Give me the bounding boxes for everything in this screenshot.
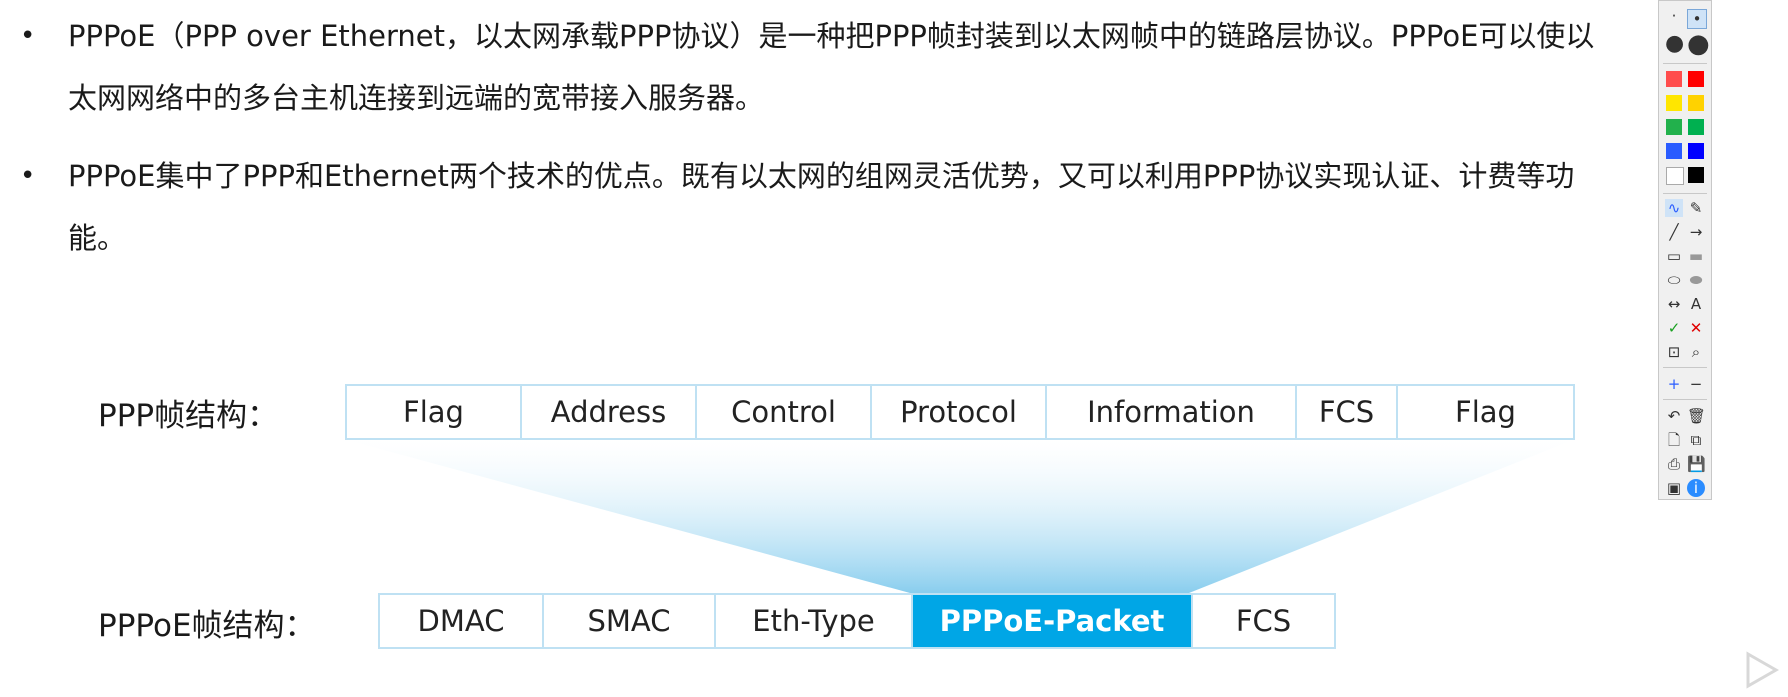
pppoe-field-smac: SMAC xyxy=(544,595,716,647)
ppp-field-information: Information xyxy=(1047,386,1297,438)
pppoe-field-pppoe-packet: PPPoE-Packet xyxy=(913,595,1193,647)
line-icon[interactable]: ╱ xyxy=(1669,223,1679,241)
color-swatch-black[interactable] xyxy=(1688,167,1704,183)
filled-ellipse-icon[interactable]: ⬬ xyxy=(1689,271,1703,289)
color-swatch-white[interactable] xyxy=(1666,167,1684,185)
toolbar-divider xyxy=(1663,63,1707,64)
color-swatch-light-yellow[interactable] xyxy=(1666,95,1682,111)
ppp-field-fcs: FCS xyxy=(1297,386,1398,438)
large-dot-size-icon[interactable]: ● xyxy=(1665,31,1685,56)
play-icon[interactable] xyxy=(1738,648,1782,692)
medium-dot-size-icon[interactable]: • xyxy=(1687,9,1707,29)
save-icon[interactable]: 💾 xyxy=(1687,455,1706,473)
ppp-field-control: Control xyxy=(697,386,872,438)
pppoe-frame-structure: DMAC SMAC Eth-Type PPPoE-Packet FCS xyxy=(378,593,1336,649)
crop-icon[interactable]: ⊡ xyxy=(1667,343,1681,361)
ellipse-icon[interactable]: ⬭ xyxy=(1667,271,1681,289)
minus-icon[interactable]: − xyxy=(1689,375,1703,393)
toolbar-divider xyxy=(1663,367,1707,368)
bullet-text-2: PPPoE集中了PPP和Ethernet两个技术的优点。既有以太网的组网灵活优势… xyxy=(68,159,1575,255)
undo-icon[interactable]: ↶ xyxy=(1667,407,1681,425)
bullet-text-1: PPPoE（PPP over Ethernet，以太网承载PPP协议）是一种把P… xyxy=(68,19,1595,115)
color-swatch-light-blue[interactable] xyxy=(1666,143,1682,159)
annotation-toolbar: · • ● ● ∿ ✎ ╱ → ▭ ▬ ⬭ ⬬ ↔ A ✓ ✕ ⊡ ⌕ + − … xyxy=(1658,0,1712,500)
text-icon[interactable]: A xyxy=(1690,295,1702,313)
trash-icon[interactable]: 🗑 xyxy=(1687,407,1707,425)
pppoe-field-dmac: DMAC xyxy=(380,595,544,647)
zoom-icon[interactable]: ⌕ xyxy=(1691,343,1701,361)
pen-icon[interactable]: ∿ xyxy=(1665,199,1683,217)
plus-icon[interactable]: + xyxy=(1667,375,1681,393)
color-swatch-blue[interactable] xyxy=(1688,143,1704,159)
pppoe-frame-label: PPPoE帧结构： xyxy=(98,608,316,644)
ppp-field-flag: Flag xyxy=(347,386,522,438)
color-swatch-green[interactable] xyxy=(1688,119,1704,135)
small-dot-size-icon[interactable]: · xyxy=(1671,7,1677,25)
new-page-icon[interactable]: 🗋 xyxy=(1667,431,1681,449)
color-swatch-red[interactable] xyxy=(1688,71,1704,87)
screen-icon[interactable]: ▣ xyxy=(1666,479,1682,497)
pppoe-field-eth-type: Eth-Type xyxy=(716,595,913,647)
bullet-dot: • xyxy=(20,161,36,191)
toolbar-divider xyxy=(1663,193,1707,194)
color-swatch-yellow[interactable] xyxy=(1688,95,1704,111)
cross-icon[interactable]: ✕ xyxy=(1689,319,1703,337)
check-icon[interactable]: ✓ xyxy=(1667,319,1681,337)
arrow-icon[interactable]: → xyxy=(1689,223,1703,241)
color-swatch-light-red[interactable] xyxy=(1666,71,1682,87)
rectangle-icon[interactable]: ▭ xyxy=(1666,247,1682,265)
bullet-dot: • xyxy=(20,21,36,51)
highlighter-icon[interactable]: ✎ xyxy=(1689,199,1703,217)
filled-rectangle-icon[interactable]: ▬ xyxy=(1688,247,1704,265)
toolbar-divider xyxy=(1663,399,1707,400)
info-icon[interactable]: i xyxy=(1687,479,1705,497)
xlarge-dot-size-icon[interactable]: ● xyxy=(1687,29,1710,59)
ppp-field-address: Address xyxy=(522,386,697,438)
ppp-frame-label: PPP帧结构： xyxy=(98,398,279,434)
ppp-field-protocol: Protocol xyxy=(872,386,1047,438)
copy-icon[interactable]: ⧉ xyxy=(1690,431,1702,449)
color-swatch-light-green[interactable] xyxy=(1666,119,1682,135)
pppoe-field-fcs: FCS xyxy=(1235,604,1292,638)
ppp-frame-structure: Flag Address Control Protocol Informatio… xyxy=(345,384,1575,440)
print-icon[interactable]: ⎙ xyxy=(1667,455,1680,473)
double-arrow-icon[interactable]: ↔ xyxy=(1667,295,1681,313)
ppp-field-flag-end: Flag xyxy=(1455,395,1516,429)
